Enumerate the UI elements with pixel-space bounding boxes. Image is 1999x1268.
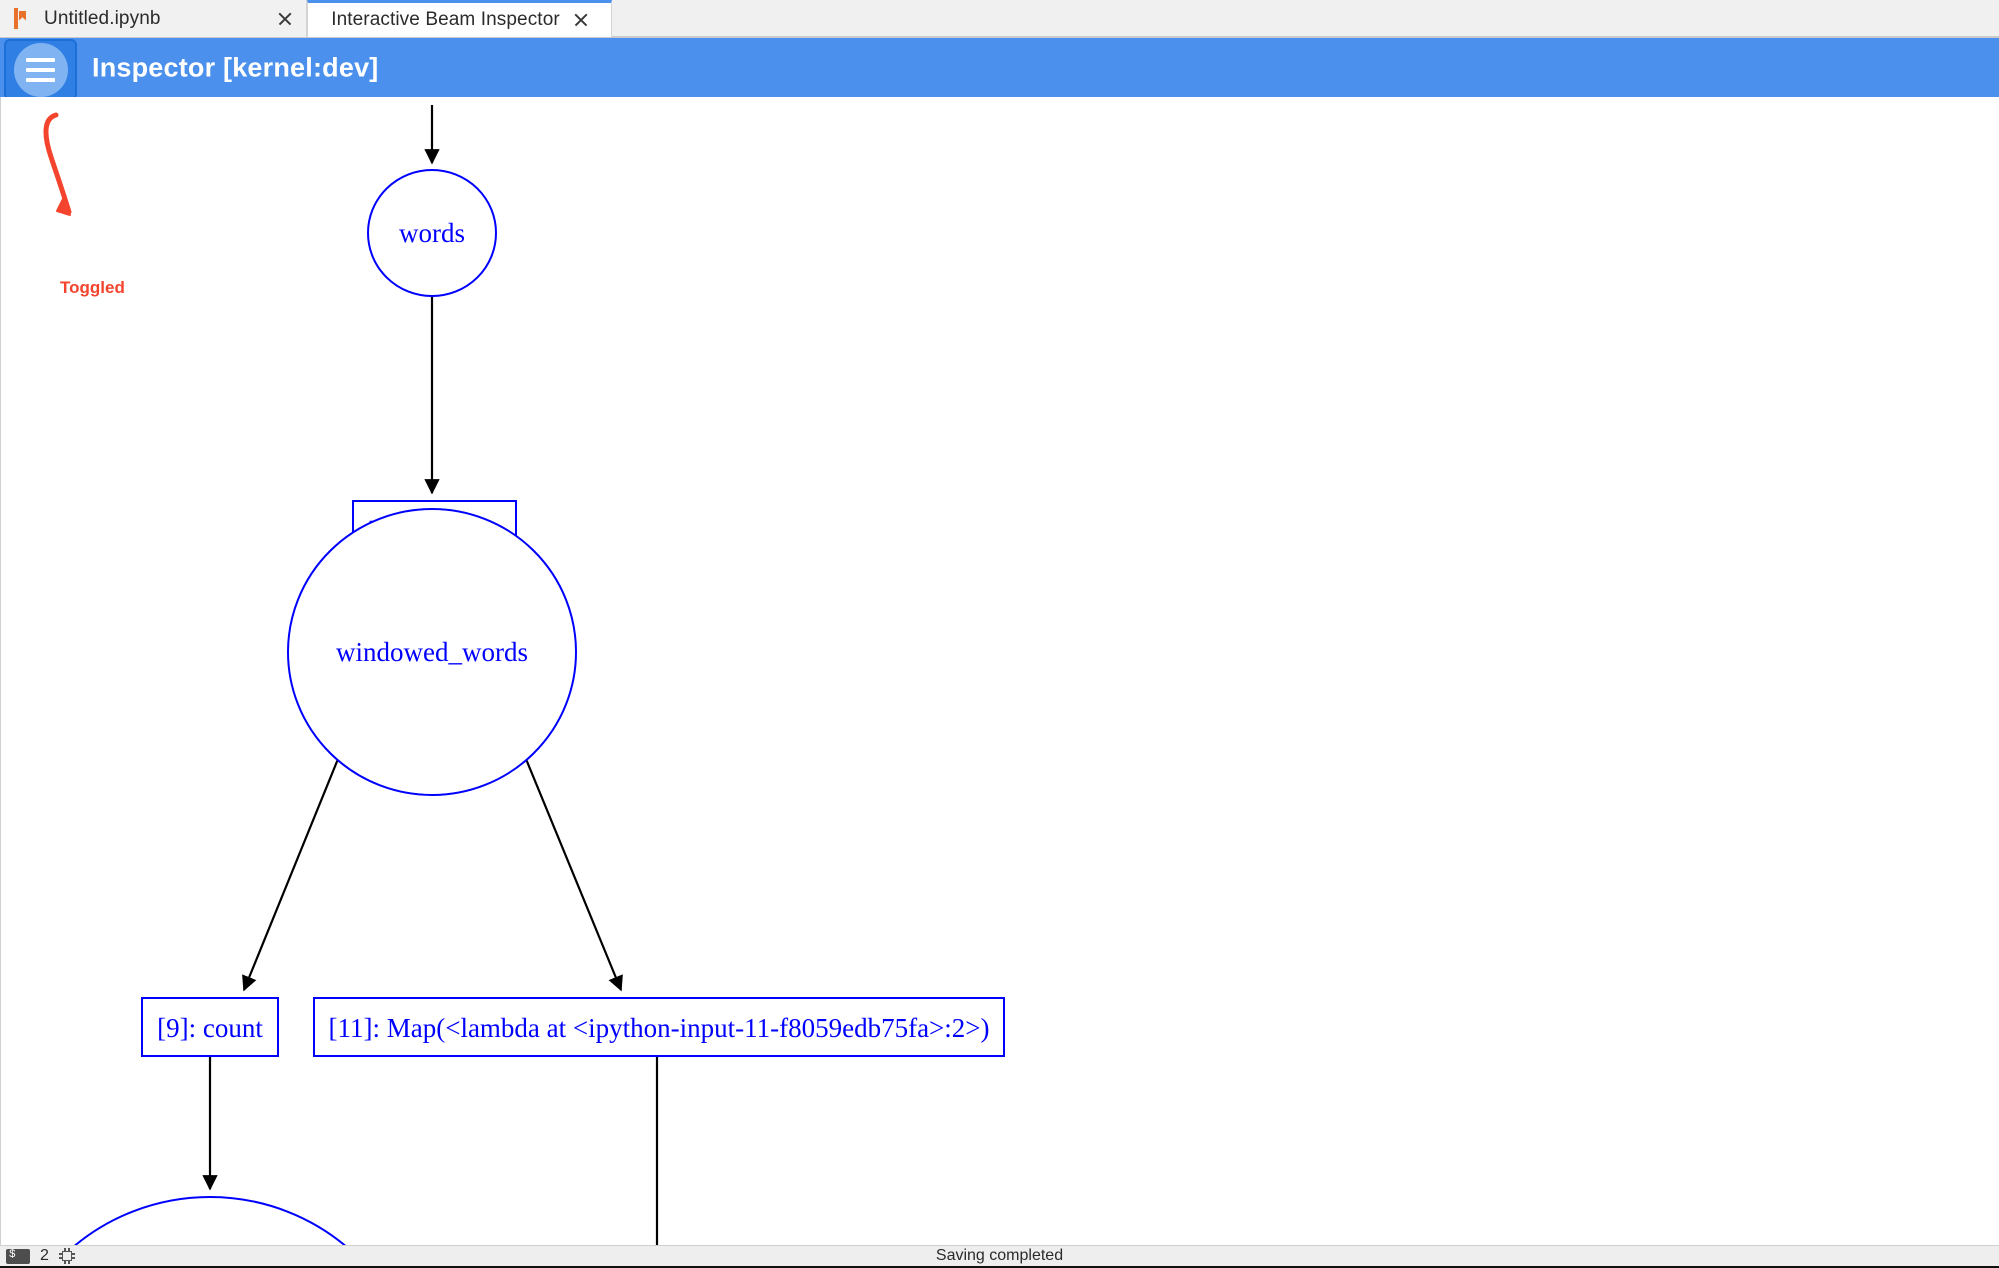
status-bar-left: 2 [0,1247,75,1265]
terminal-count: 2 [40,1247,49,1264]
graph-node-map-lambda[interactable]: [11]: Map(<lambda at <ipython-input-11-f… [313,997,1005,1057]
hamburger-menu-icon [13,42,68,97]
tab-label: Untitled.ipynb [44,7,161,29]
status-bar-center: Saving completed [0,1247,1999,1265]
status-message: Saving completed [935,1247,1064,1264]
close-icon[interactable] [570,9,592,31]
graph-node-label: words [399,218,465,248]
graph-edges [202,105,659,1245]
inspector-header: Inspector [kernel:dev] [0,38,1999,100]
graph-canvas[interactable]: words [8]: window windowed_words [9]: co… [0,97,1999,1245]
graph-node-label: [9]: count [157,1013,263,1043]
graph-node-words[interactable]: words [367,169,497,297]
graph-node-windowed-words[interactable]: windowed_words [287,508,577,796]
tab-untitled-ipynb[interactable]: Untitled.ipynb [0,0,307,37]
page-title: Inspector [kernel:dev] [92,52,379,82]
graph-nodes: words [8]: window windowed_words [9]: co… [1,169,1005,1245]
tab-interactive-beam-inspector[interactable]: Interactive Beam Inspector [307,0,612,37]
graph-node-count[interactable]: [9]: count [141,997,279,1057]
tab-bar-filler [612,0,1999,37]
graph-node-label: windowed_words [336,637,528,667]
hamburger-menu-button[interactable] [4,39,77,100]
edge-windowed-words-to-map [524,758,623,992]
graph-node-windowed-word-counts[interactable]: windowed_word_counts [1,1196,419,1245]
close-icon[interactable] [274,8,296,30]
notebook-icon [14,7,32,29]
terminal-icon[interactable] [6,1248,30,1264]
pipeline-graph: words [8]: window windowed_words [9]: co… [1,105,1005,1245]
graph-node-label: [11]: Map(<lambda at <ipython-input-11-f… [329,1013,990,1043]
tab-bar: Untitled.ipynb Interactive Beam Inspecto… [0,0,1999,38]
edge-windowed-words-to-count [242,758,340,992]
kernel-chip-icon[interactable] [58,1248,75,1264]
tab-label: Interactive Beam Inspector [331,9,560,30]
status-bar: 2 Saving completed [0,1245,1999,1268]
